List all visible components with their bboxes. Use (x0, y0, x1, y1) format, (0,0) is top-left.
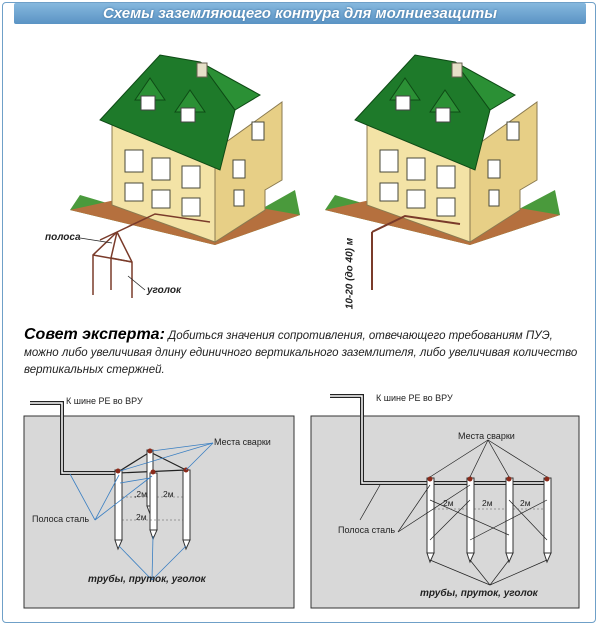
page-title: Схемы заземляющего контура для молниезащ… (102, 5, 498, 22)
right-bus-label: К шине РЕ во ВРУ (376, 393, 453, 403)
expert-advice: Совет эксперта: Добиться значения сопрот… (24, 326, 584, 379)
right-callout-lines (359, 439, 548, 586)
left-welds-label: Места сварки (214, 437, 271, 447)
left-ground-diagram (23, 401, 295, 609)
left-strip-steel-label: Полоса сталь (32, 514, 90, 524)
right-ground-panel (310, 415, 580, 609)
ground-electrode-left (92, 213, 211, 298)
house-left-right-wing (214, 101, 283, 243)
right-ground-diagram (310, 394, 580, 609)
right-dist-3: 2м (520, 498, 531, 508)
advice-heading: Совет эксперта: (24, 326, 165, 343)
right-welds-label: Места сварки (458, 431, 515, 441)
house-right-side-wall (469, 101, 538, 243)
left-materials-label: трубы, пруток, уголок (88, 574, 206, 585)
left-weld-points (115, 448, 189, 475)
left-dist-2: 2м (163, 489, 174, 499)
right-strip-steel-label: Полоса сталь (338, 525, 396, 535)
house-right (325, 54, 560, 290)
house-left-chimney (196, 62, 208, 78)
left-dist-3: 2м (136, 512, 147, 522)
title-banner: Схемы заземляющего контура для молниезащ… (14, 3, 586, 24)
left-dist-1: ,2м (134, 489, 147, 499)
right-dist-2: 2м (482, 498, 493, 508)
house-left (70, 54, 300, 298)
ground-electrode-right (371, 214, 461, 290)
right-weld-points (427, 476, 550, 482)
left-callout-lines (69, 442, 214, 581)
advice-text: Добиться значения сопротивления, отвечаю… (24, 330, 578, 376)
depth-label: 10-20 (до 40) м (344, 237, 356, 310)
right-materials-label: трубы, пруток, уголок (420, 588, 538, 599)
left-bus-label: К шине РЕ во ВРУ (66, 396, 143, 406)
left-ground-panel (23, 415, 295, 609)
strip-label: полоса (45, 232, 81, 243)
right-rods (426, 477, 552, 564)
right-dist-1: 2м (443, 498, 454, 508)
angle-label: уголок (147, 285, 182, 296)
house-right-chimney (451, 62, 463, 78)
